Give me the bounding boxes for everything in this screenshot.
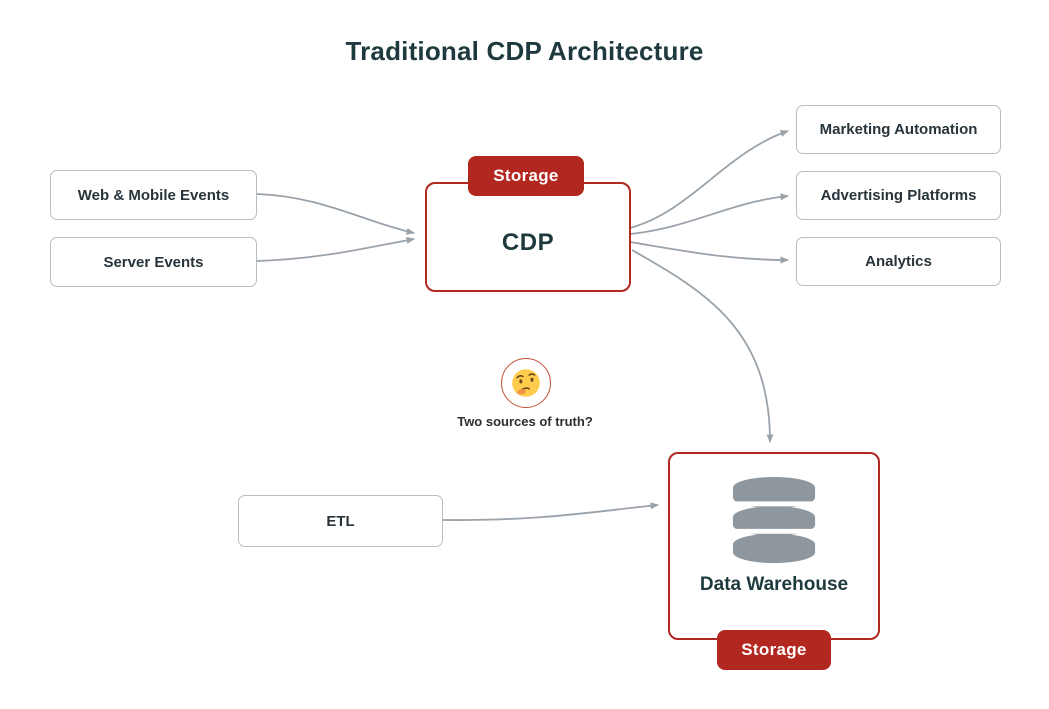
node-web-mobile-events: Web & Mobile Events <box>50 170 257 220</box>
node-label: Advertising Platforms <box>820 187 977 204</box>
warehouse-storage-badge: Storage <box>717 630 831 670</box>
badge-label: Storage <box>741 640 807 659</box>
arrow-cdp-to-marketing <box>629 130 789 229</box>
node-label: ETL <box>326 512 355 530</box>
thinking-face-icon <box>501 358 551 408</box>
node-label: Marketing Automation <box>819 121 978 138</box>
annotation-caption: Two sources of truth? <box>457 414 593 429</box>
node-server-events: Server Events <box>50 237 257 287</box>
arrow-server-to-cdp <box>256 236 415 262</box>
arrow-etl-to-warehouse <box>442 502 659 521</box>
cdp-label: CDP <box>501 229 555 256</box>
node-label: Server Events <box>103 253 204 271</box>
node-cdp: CDP <box>425 182 631 292</box>
node-data-warehouse: Data Warehouse <box>668 452 880 640</box>
node-advertising-platforms: Advertising Platforms <box>796 171 1001 220</box>
arrow-cdp-to-warehouse <box>631 249 774 443</box>
cdp-storage-badge: Storage <box>468 156 584 196</box>
node-etl: ETL <box>238 495 443 547</box>
database-icon <box>729 476 819 564</box>
badge-label: Storage <box>493 166 559 185</box>
arrow-cdp-to-advertising <box>629 193 789 235</box>
node-analytics: Analytics <box>796 237 1001 286</box>
warehouse-label: Data Warehouse <box>699 574 849 595</box>
node-label: Web & Mobile Events <box>77 186 230 204</box>
node-label: Analytics <box>865 253 932 270</box>
arrow-cdp-to-analytics <box>629 241 789 264</box>
diagram-title: Traditional CDP Architecture <box>345 36 704 66</box>
arrow-webmobile-to-cdp <box>256 193 415 235</box>
node-marketing-automation: Marketing Automation <box>796 105 1001 154</box>
